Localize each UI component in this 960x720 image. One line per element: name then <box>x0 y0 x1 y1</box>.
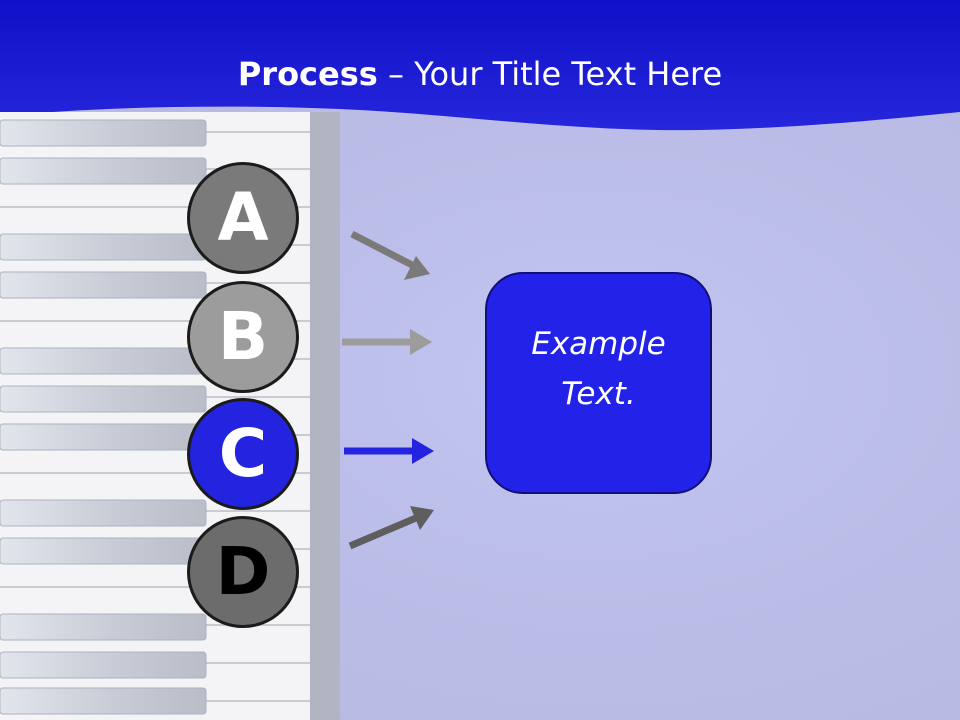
arrow-d-icon <box>348 506 434 550</box>
step-b-circle: B <box>187 281 299 393</box>
title-bold: Process <box>237 55 378 93</box>
arrow-c-icon <box>344 438 434 464</box>
arrow-a-icon <box>350 230 430 280</box>
example-text-box: Example Text. <box>485 272 712 494</box>
step-c-circle: C <box>187 398 299 510</box>
page-title: Process – Your Title Text Here <box>0 52 960 96</box>
example-text: Example Text. <box>531 326 666 412</box>
step-d-circle: D <box>187 516 299 628</box>
arrow-b-icon <box>342 329 432 355</box>
arrows <box>342 230 434 550</box>
step-a-letter: A <box>217 179 269 256</box>
header-wave <box>0 0 960 131</box>
step-d-letter: D <box>215 533 271 610</box>
step-a-circle: A <box>187 162 299 274</box>
step-c-letter: C <box>218 415 268 492</box>
step-b-letter: B <box>217 298 269 375</box>
title-rest: – Your Title Text Here <box>377 55 723 93</box>
